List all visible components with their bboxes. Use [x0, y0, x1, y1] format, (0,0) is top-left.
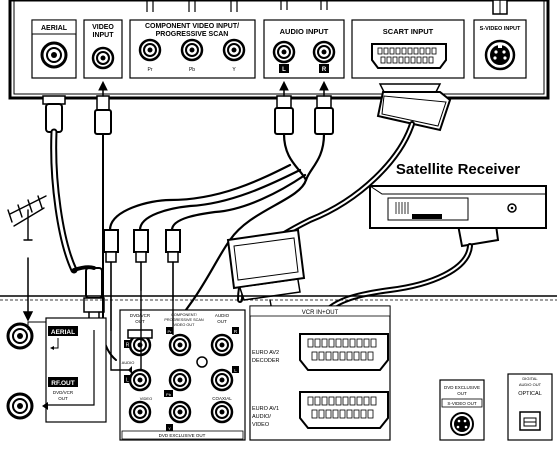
satellite-receiver-title: Satellite Receiver [396, 161, 520, 178]
recorder-rf-out-label: RF.OUT [51, 380, 75, 387]
recorder-y-jack[interactable] [168, 400, 192, 424]
tv-aerial-label: AERIAL [41, 25, 68, 32]
recorder-audio-out-r-label: R [234, 329, 238, 334]
recorder-rf-out-sub-1: DVD/VCR [53, 390, 74, 395]
tv-video-input-jack[interactable] [91, 46, 115, 70]
recorder-component-3: VIDEO OUT [174, 323, 196, 327]
video-cable [94, 80, 117, 361]
recorder-coaxial-label: COAXIAL [212, 396, 232, 401]
recorder-rf-out-jack[interactable] [6, 392, 34, 420]
recorder-svideo-out-jack[interactable] [450, 412, 474, 436]
recorder-digital-audio-1: DIGITAL [522, 376, 538, 381]
recorder-back-panel: AERIAL RF.OUT DVD/VCR OUT DVD EXCLUSIVE … [0, 290, 557, 441]
recorder-dvd-exclusive-out: DVD EXCLUSIVE OUT [159, 433, 206, 438]
euro-av2-scart-socket[interactable] [299, 333, 389, 371]
tv-svideo-label: S-VIDEO INPUT [480, 26, 521, 32]
recorder-euro-av2-2: DECODER [252, 358, 280, 364]
tv-aerial-jack[interactable] [40, 41, 68, 69]
tv-pb-jack[interactable] [180, 38, 204, 62]
recorder-dvd-vcr-out-2: OUT [135, 319, 145, 324]
tv-pr-jack[interactable] [138, 38, 162, 62]
recorder-digital-audio-2: AUDIO OUT [519, 382, 542, 387]
cables [7, 80, 500, 394]
tv-svideo-section: S-VIDEO INPUT [473, 0, 527, 79]
recorder-svideo-box-title-1: DVD EXCLUSIVE [444, 385, 480, 390]
tv-audio-l-jack[interactable] [272, 40, 296, 64]
recorder-video-small: VIDEO [140, 396, 152, 401]
tv-back-panel: AERIAL VIDEO INPUT COMPONENT VIDEO INPUT… [8, 0, 550, 100]
recorder-euro-av1-1: EURO AV1 [252, 406, 279, 412]
recorder-audio-l-jack[interactable] [128, 368, 152, 392]
recorder-audio-small: AUDIO [122, 360, 135, 365]
tv-video-input-label-1: VIDEO [92, 24, 114, 31]
tv-video-input-section: VIDEO INPUT [83, 19, 123, 79]
recorder-pb-label: Pb [166, 392, 172, 397]
recorder-svideo-box-title-2: OUT [457, 391, 467, 396]
recorder-audio-out-l-label: L [234, 368, 237, 373]
tv-component-label-1: COMPONENT VIDEO INPUT/ [145, 23, 239, 30]
recorder-euro-av2-1: EURO AV2 [252, 350, 279, 356]
recorder-svideo-out-label: S-VIDEO OUT [447, 401, 477, 406]
tv-aerial-section: AERIAL [31, 19, 77, 79]
tv-video-input-label-2: INPUT [93, 32, 115, 39]
recorder-vcr-in-out: VCR IN+OUT [302, 310, 339, 316]
tv-audio-r-jack[interactable] [312, 40, 336, 64]
recorder-pb-jack[interactable] [168, 368, 192, 392]
tv-audio-input-label: AUDIO INPUT [280, 27, 329, 36]
recorder-euro-av1-3: VIDEO [252, 422, 270, 428]
recorder-pr-jack[interactable] [168, 333, 192, 357]
recorder-audio-out-1: AUDIO [215, 313, 230, 318]
recorder-optical-label: OPTICAL [518, 391, 542, 397]
recorder-aerial-label: AERIAL [51, 329, 75, 336]
audio-cables [133, 80, 334, 387]
tv-scart-socket[interactable] [371, 43, 447, 69]
antenna-icon [7, 195, 47, 322]
recorder-video-jack[interactable] [128, 400, 152, 424]
recorder-audio-out-2: OUT [217, 319, 227, 324]
recorder-optical-port[interactable] [519, 411, 541, 431]
tv-audio-r-label: R [322, 67, 327, 73]
tv-y-jack[interactable] [222, 38, 246, 62]
tv-pr-label: Pr [148, 67, 153, 73]
tv-audio-input-section: AUDIO INPUT L R [263, 0, 345, 79]
recorder-euro-av1-2: AUDIO/ [252, 414, 271, 420]
recorder-l-marker: L [126, 378, 129, 384]
tv-component-label-2: PROGRESSIVE SCAN [156, 31, 229, 38]
recorder-pr-label: Pr [168, 329, 173, 334]
aerial-cable [42, 95, 105, 329]
recorder-coaxial-jack[interactable] [210, 400, 234, 424]
recorder-audio-out-l-jack[interactable] [210, 368, 234, 392]
recorder-component-1: COMPONENT/ [171, 313, 198, 317]
euro-av1-scart-socket[interactable] [299, 391, 389, 429]
tv-svideo-jack[interactable] [484, 39, 516, 71]
component-cables [103, 163, 307, 331]
recorder-component-2: PROGRESSIVE SCAN [164, 318, 204, 322]
tv-scart-input-section: SCART INPUT [351, 19, 465, 79]
recorder-y-label: Y [168, 426, 171, 431]
tv-component-section: COMPONENT VIDEO INPUT/ PROGRESSIVE SCAN … [129, 0, 256, 79]
recorder-rf-out-sub-2: OUT [58, 396, 68, 401]
recorder-r-marker: R [126, 343, 130, 349]
satellite-receiver: Satellite Receiver [369, 161, 547, 229]
tv-audio-l-label: L [282, 67, 286, 73]
recorder-audio-out-r-jack[interactable] [210, 333, 234, 357]
tv-y-label: Y [232, 67, 236, 73]
tv-scart-input-label: SCART INPUT [383, 27, 434, 36]
tv-pb-label: Pb [189, 67, 195, 73]
